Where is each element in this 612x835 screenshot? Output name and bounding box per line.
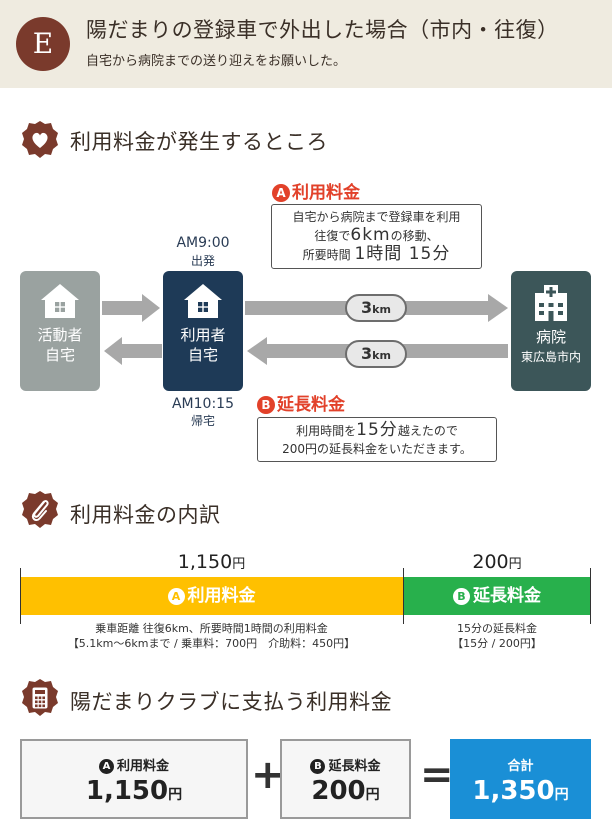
total-box-sum: 合計 1,350円: [450, 739, 591, 819]
fee-a-note: 自宅から病院まで登録車を利用 往復で6kmの移動、 所要時間 1時間 15分: [271, 204, 482, 269]
equals-sign: =: [420, 752, 454, 798]
total-box-sum-label: 合計: [507, 759, 534, 774]
return-time: AM10:15: [171, 396, 234, 412]
plus-sign: +: [251, 752, 285, 798]
node-user-line1: 利用者: [180, 326, 226, 344]
section-title-fee-points: 利用料金が発生するところ: [70, 130, 328, 154]
page-subtitle: 自宅から病院までの送り迎えをお願いした。: [86, 54, 347, 69]
breakdown-a-desc2: 【5.1km〜6kmまで / 乗車料：700円 介助料：450円】: [67, 637, 356, 650]
breakdown-b-amount: 200円: [472, 551, 522, 573]
total-box-b-value: 200円: [311, 776, 380, 806]
case-badge: E: [16, 17, 70, 71]
section-title-total: 陽だまりクラブに支払う利用料金: [70, 690, 393, 714]
fee-b-title-text: 延長料金: [277, 395, 345, 415]
fee-b-marker: B: [257, 396, 275, 414]
node-user-line2: 自宅: [187, 346, 218, 364]
node-hospital-line1: 病院: [535, 328, 566, 346]
arrow-home-to-user: [102, 301, 144, 315]
page-title: 陽だまりの登録車で外出した場合（市内・往復）: [86, 18, 559, 42]
distance-return-pill: 3km: [345, 340, 407, 368]
node-volunteer-home: 活動者 自宅: [20, 271, 100, 391]
bar-tick-right: [590, 568, 591, 624]
arrow-user-to-home: [120, 344, 162, 358]
fee-a-marker: A: [272, 184, 290, 202]
fee-a-title-text: 利用料金: [292, 183, 360, 203]
return-label: 帰宅: [190, 414, 215, 428]
node-home-line1: 活動者: [37, 326, 83, 344]
fee-b-note-line2: 200円の延長料金をいただきます。: [282, 442, 472, 456]
node-user-home: 利用者 自宅: [163, 271, 243, 391]
fee-a-note-line2: 往復で6kmの移動、: [314, 225, 439, 245]
depart-time: AM9:00: [176, 235, 230, 251]
node-home-line2: 自宅: [44, 346, 75, 364]
section-title-breakdown: 利用料金の内訳: [70, 503, 221, 527]
paperclip-icon: [22, 491, 58, 528]
breakdown-a-desc1: 乗車距離 往復6km、所要時間1時間の利用料金: [95, 622, 328, 635]
fee-a-note-line3: 所要時間 1時間 15分: [302, 244, 451, 264]
header-banner: [0, 0, 612, 88]
bar-tick-middle: [403, 568, 404, 624]
calculator-icon: [22, 679, 58, 716]
total-box-sum-value: 1,350円: [472, 776, 569, 806]
fee-b-note: 利用時間を15分越えたので 200円の延長料金をいただきます。: [257, 417, 497, 462]
node-hospital: 病院 東広島市内: [511, 271, 591, 391]
fee-a-note-line1: 自宅から病院まで登録車を利用: [292, 210, 461, 224]
breakdown-b-desc2: 【15分 / 200円】: [452, 637, 542, 650]
node-hospital-line2: 東広島市内: [520, 350, 581, 364]
hospital-icon: [535, 285, 567, 321]
house-icon: [184, 284, 222, 318]
house-icon: [41, 284, 79, 318]
depart-label: 出発: [190, 254, 215, 268]
breakdown-b-desc1: 15分の延長料金: [457, 622, 537, 635]
fee-b-note-line1: 利用時間を15分越えたので: [296, 420, 458, 440]
heart-icon: [22, 121, 58, 158]
breakdown-a-amount: 1,150円: [177, 551, 246, 573]
bar-tick-left: [20, 568, 21, 624]
distance-outbound-pill: 3km: [345, 294, 407, 322]
total-box-a-value: 1,150円: [85, 776, 183, 806]
